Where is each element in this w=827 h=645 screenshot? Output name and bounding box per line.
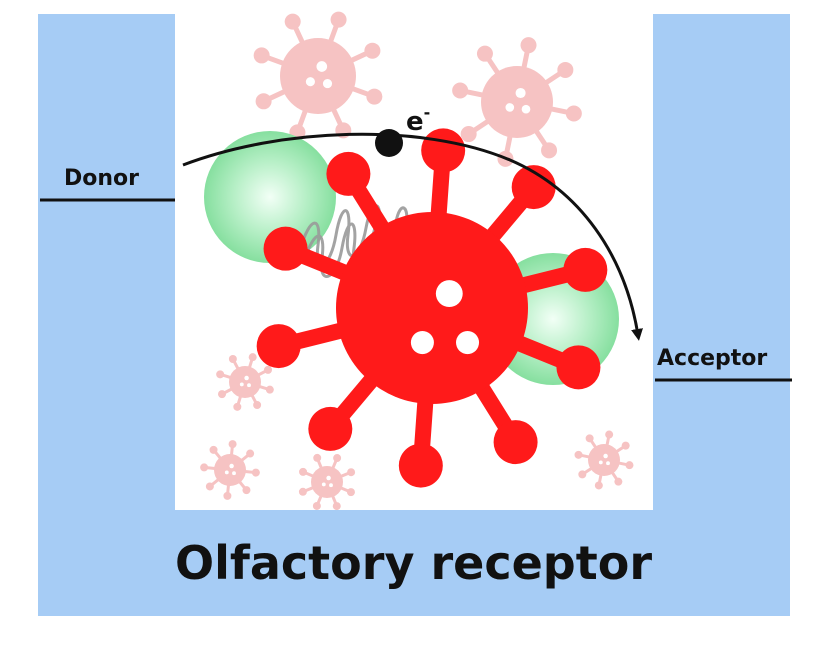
receptor-shape — [38, 14, 790, 616]
virus-icon — [574, 430, 634, 490]
electron-transfer-arrow — [182, 132, 643, 341]
virus-icon — [216, 353, 274, 411]
virus-icon — [452, 37, 582, 167]
page-title: Olfactory receptor — [174, 536, 653, 590]
background-odorants — [200, 11, 634, 511]
virus-icon — [200, 440, 260, 500]
donor-label: Donor — [64, 166, 140, 191]
electron-dot-icon — [375, 129, 403, 157]
acceptor-label: Acceptor — [657, 346, 768, 371]
electron-charge: - — [423, 103, 431, 122]
virus-icon — [256, 128, 608, 488]
electron-label: e- — [406, 103, 430, 137]
electron-symbol: e — [406, 107, 424, 137]
virus-icon — [298, 453, 356, 511]
donor-sphere — [204, 131, 336, 263]
main-virus-body — [256, 128, 608, 488]
virus-icon — [253, 11, 383, 141]
